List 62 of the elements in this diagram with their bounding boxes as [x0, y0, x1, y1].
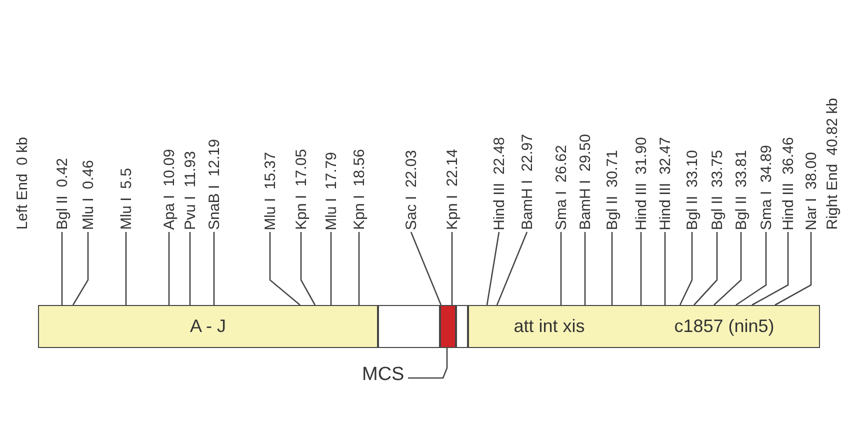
leader-line	[61, 232, 63, 305]
leader-line	[714, 232, 742, 306]
restriction-site-label: Mlu I 5.5	[118, 168, 135, 230]
restriction-site-label: Bgl II 33.10	[684, 150, 701, 230]
leader-line	[410, 232, 442, 306]
leader-line	[408, 348, 448, 379]
segment-label: c1857 (nin5)	[674, 316, 774, 337]
restriction-site-label: Nar I 38.00	[803, 152, 820, 230]
restriction-site-label: Hind III 32.47	[657, 136, 674, 230]
leader-line	[496, 232, 528, 306]
leader-line	[664, 232, 666, 305]
restriction-site-label: Kpn I 22.14	[444, 149, 461, 230]
leader-line	[168, 232, 170, 305]
vector-segment	[456, 305, 468, 348]
leader-line	[560, 232, 562, 305]
restriction-site-label: Kpn I 18.56	[351, 149, 368, 230]
restriction-site-label: Bgl II 30.71	[604, 150, 621, 230]
map-end-label: Right End 40.82 kb	[824, 98, 841, 230]
leader-line	[189, 232, 191, 305]
leader-line	[125, 232, 127, 305]
leader-line	[269, 232, 300, 306]
restriction-site-label: Sma I 34.89	[758, 144, 775, 230]
leader-line	[752, 232, 789, 306]
leader-line	[451, 232, 453, 305]
restriction-site-label: Mlu I 15.37	[262, 152, 279, 230]
restriction-site-label: Bgl II 33.75	[709, 150, 726, 230]
leader-line	[213, 232, 215, 305]
region-label: MCS	[362, 364, 404, 386]
leader-line	[330, 232, 332, 305]
segment-label: att int xis	[514, 316, 585, 337]
leader-line	[486, 232, 500, 306]
leader-line	[679, 232, 693, 306]
map-end-label: Left End 0 kb	[14, 137, 31, 230]
restriction-site-label: Kpn I 17.05	[293, 149, 310, 230]
vector-segment	[378, 305, 440, 348]
restriction-site-label: Sac I 22.03	[403, 150, 420, 230]
gene-segment	[38, 305, 378, 348]
restriction-site-label: Bgl II 33.81	[733, 150, 750, 230]
restriction-site-label: Bgl II 0.42	[54, 158, 71, 230]
restriction-site-label: Apa I 10.09	[161, 149, 178, 230]
leader-line	[736, 232, 767, 306]
leader-line	[358, 232, 360, 305]
restriction-site-label: SnaB I 12.19	[206, 139, 223, 230]
restriction-site-label: BamH I 22.97	[519, 134, 536, 230]
leader-line	[611, 232, 613, 305]
restriction-site-label: Mlu I 0.46	[80, 160, 97, 230]
segment-label: A - J	[190, 316, 226, 337]
restriction-site-label: Hind III 36.46	[780, 136, 797, 230]
restriction-site-label: Pvu I 11.93	[182, 151, 199, 230]
restriction-site-label: Sma I 26.62	[553, 144, 570, 230]
vector-segment	[440, 305, 456, 348]
leader-line	[774, 232, 812, 306]
leader-line	[694, 232, 718, 306]
gene-segment	[468, 305, 820, 348]
restriction-site-label: BamH I 29.50	[577, 134, 594, 230]
restriction-site-label: Hind III 31.90	[633, 136, 650, 230]
restriction-site-label: Hind III 22.48	[491, 136, 508, 230]
leader-line	[584, 232, 586, 305]
restriction-site-label: Mlu I 17.79	[323, 152, 340, 230]
leader-line	[640, 232, 642, 305]
leader-line	[72, 232, 89, 306]
leader-line	[300, 232, 316, 306]
